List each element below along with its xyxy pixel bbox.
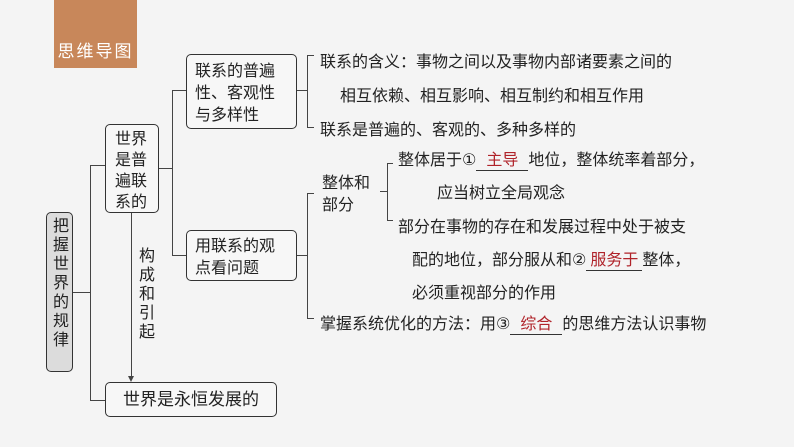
text-line: 应当树立全局观念 (437, 183, 566, 202)
bracket (307, 193, 308, 319)
arrow-head-icon (128, 376, 134, 382)
answer-1: 主导 (476, 150, 529, 171)
connector (380, 191, 387, 192)
answer-3: 综合 (510, 314, 563, 335)
connector (172, 255, 186, 256)
root-node: 把握世界的规律 (46, 212, 73, 372)
bracket (307, 193, 314, 194)
bracket (387, 220, 393, 221)
bracket (387, 163, 388, 221)
text-line: 相互依赖、相互影响、相互制约和相互作用 (340, 86, 645, 105)
node-connection-nature: 联系的普遍性、客观性与多样性 (186, 54, 297, 129)
connector (90, 165, 105, 166)
bracket (307, 318, 314, 319)
connector (73, 292, 90, 293)
text-line: 部分在事物的存在和发展过程中处于被支 (398, 217, 687, 236)
connector (297, 90, 307, 91)
connector (90, 165, 91, 401)
branch-universal-connection: 世界是普遍联系的 (105, 124, 159, 213)
text: 地位，整体统率着部分， (528, 150, 705, 169)
bracket (387, 163, 393, 164)
connector (90, 400, 105, 401)
bracket (307, 55, 308, 127)
arrow-label: 构成和引起 (136, 247, 155, 342)
arrow-line (131, 213, 132, 378)
whole-and-part-label: 整体和部分 (322, 173, 371, 214)
header-label: 思维导图 (57, 42, 134, 62)
text-line: 必须重视部分的作用 (412, 283, 557, 302)
header-tab: 思维导图 (54, 0, 137, 68)
bracket (307, 55, 314, 56)
bracket (307, 127, 314, 128)
node-connection-view: 用联系的观点看问题 (186, 230, 297, 281)
text: 掌握系统优化的方法：用③ (320, 314, 511, 333)
text: 配的地位，部分服从和② (412, 250, 587, 269)
connector (172, 90, 186, 91)
connector (159, 168, 172, 169)
text: 整体， (642, 250, 691, 269)
branch-eternal-development: 世界是永恒发展的 (105, 382, 277, 417)
text-line: 联系是普遍的、客观的、多种多样的 (320, 120, 577, 139)
text: 整体居于① (398, 150, 477, 169)
text: 的思维方法认识事物 (562, 314, 707, 333)
answer-2: 服务于 (586, 250, 643, 271)
text-line: 联系的含义：事物之间以及事物内部诸要素之间的 (320, 52, 673, 71)
connector (297, 255, 307, 256)
connector (172, 90, 173, 256)
